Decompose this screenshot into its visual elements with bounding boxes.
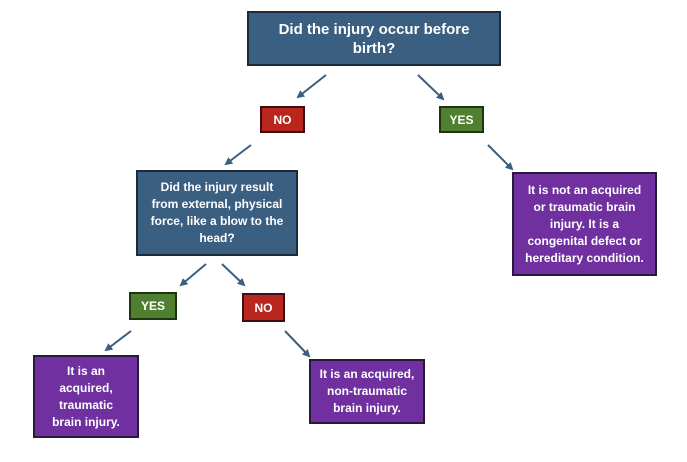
result-non-traumatic-text: It is an acquired, non-traumatic brain i… <box>319 367 415 415</box>
answer-no-label: NO <box>273 112 292 127</box>
result-congenital-text: It is not an acquired or traumatic brain… <box>525 182 644 265</box>
answer-yes-label: YES <box>449 112 474 127</box>
arrow-q1-to-yes <box>417 74 445 101</box>
arrow-no-to-non-traumatic <box>284 330 311 358</box>
answer-no-label: NO <box>254 300 273 315</box>
arrow-q2-to-yes <box>179 263 207 287</box>
arrow-q2-to-no <box>221 263 246 287</box>
question-before-birth: Did the injury occur before birth? <box>247 11 501 66</box>
arrow-no-to-q2 <box>224 144 252 166</box>
question-external-force-text: Did the injury result from external, phy… <box>150 180 284 245</box>
answer-yes-before-birth: YES <box>439 106 484 133</box>
result-traumatic-text: It is an acquired, traumatic brain injur… <box>52 363 120 429</box>
answer-yes-label: YES <box>140 299 165 313</box>
result-traumatic: It is an acquired, traumatic brain injur… <box>33 355 139 438</box>
answer-no-external-force: NO <box>242 293 285 322</box>
answer-no-before-birth: NO <box>260 106 305 133</box>
result-non-traumatic: It is an acquired, non-traumatic brain i… <box>309 359 425 424</box>
result-congenital: It is not an acquired or traumatic brain… <box>512 172 657 276</box>
question-external-force: Did the injury result from external, phy… <box>136 170 298 256</box>
question-before-birth-text: Did the injury occur before birth? <box>278 20 470 57</box>
arrow-yes-to-traumatic <box>104 330 132 352</box>
arrow-q1-to-no <box>296 74 327 99</box>
arrow-yes-to-congenital <box>487 144 514 171</box>
answer-yes-external-force: YES <box>129 292 177 320</box>
